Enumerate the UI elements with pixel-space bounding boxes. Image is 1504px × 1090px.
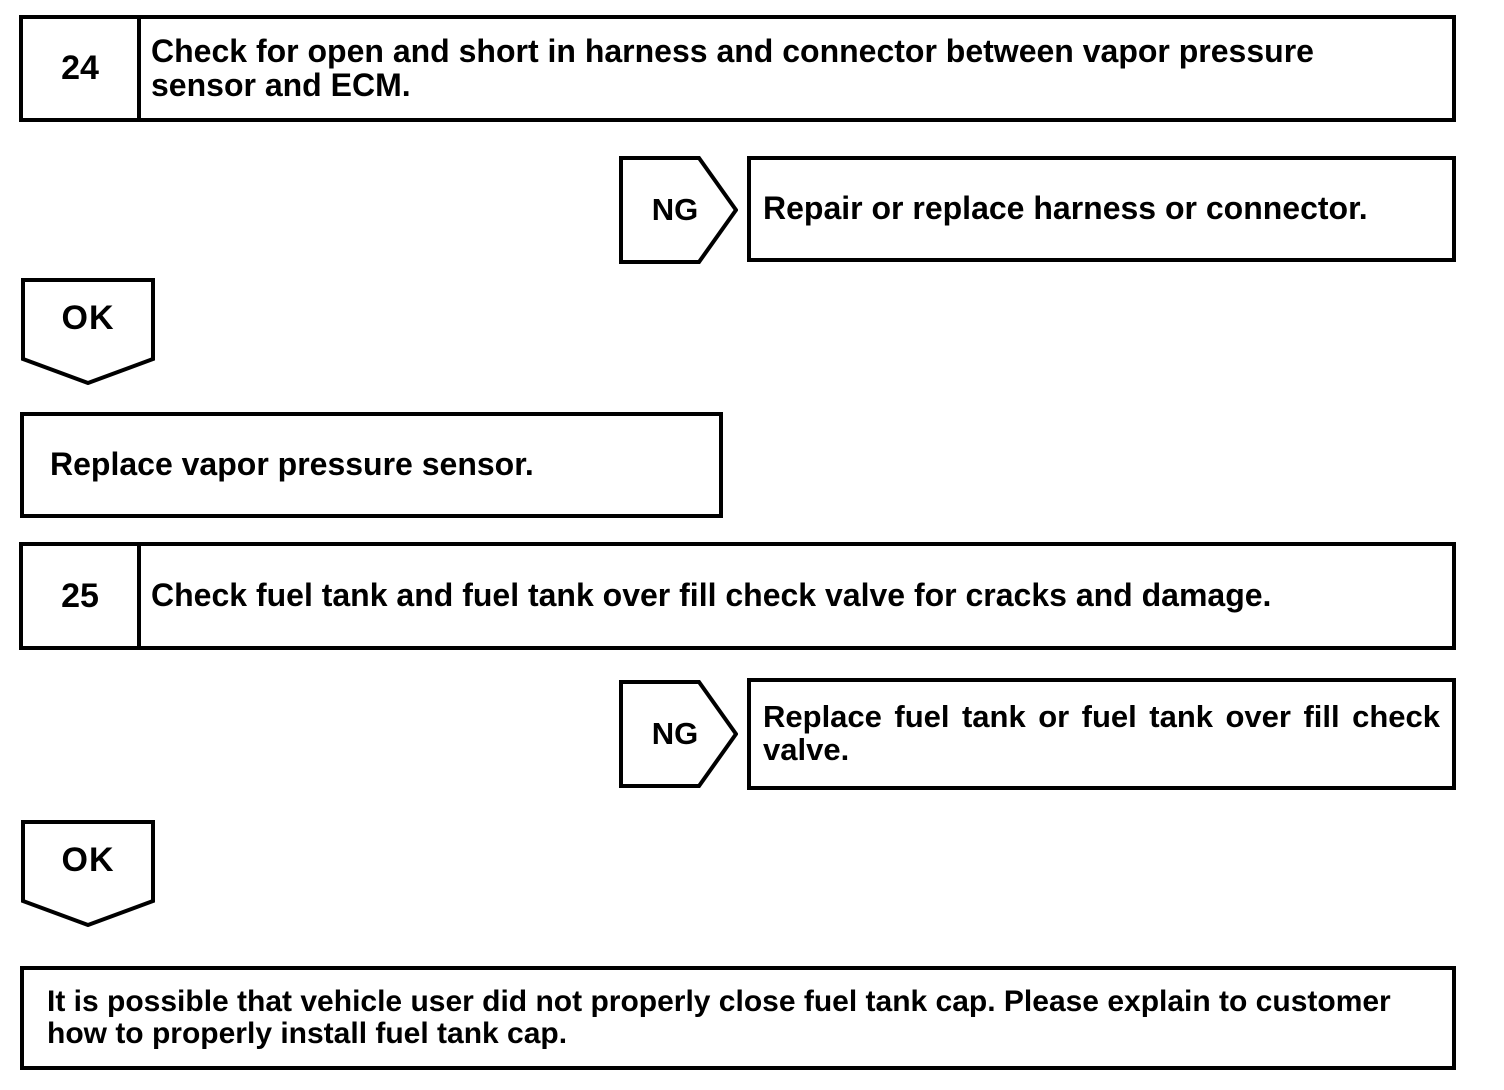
step-25-ok-action: It is possible that vehicle user did not… — [47, 984, 1391, 1050]
step-25-number: 25 — [23, 546, 141, 646]
step-24-box: 24 Check for open and short in harness a… — [19, 15, 1456, 122]
ok-pentagon-icon — [21, 278, 155, 385]
ng-pentagon-icon — [619, 680, 738, 788]
step-25-ng-action-box: Replace fuel tank or fuel tank over fill… — [747, 678, 1456, 790]
ok-label: OK — [61, 298, 115, 337]
step-24-instruction: Check for open and short in harness and … — [151, 32, 1314, 103]
step-24-ok-action: Replace vapor pressure sensor. — [50, 446, 534, 483]
ok-pentagon-icon — [21, 820, 155, 927]
step-24-ng-action: Repair or replace harness or connector. — [763, 190, 1368, 227]
step-24-ok-action-box: Replace vapor pressure sensor. — [20, 412, 723, 518]
step-24-ok-arrow: OK — [21, 278, 155, 385]
step-24-ng-arrow: NG — [619, 156, 738, 264]
step-25-instruction: Check fuel tank and fuel tank over fill … — [151, 577, 1272, 614]
step-24-number: 24 — [23, 19, 141, 118]
ng-label: NG — [651, 192, 699, 227]
step-25-ok-arrow: OK — [21, 820, 155, 927]
step-24-ng-action-box: Repair or replace harness or connector. — [747, 156, 1456, 262]
step-25-ok-action-box: It is possible that vehicle user did not… — [20, 966, 1456, 1070]
ng-pentagon-icon — [619, 156, 738, 264]
step-25-ng-arrow: NG — [619, 680, 738, 788]
step-25-box: 25 Check fuel tank and fuel tank over fi… — [19, 542, 1456, 650]
ng-label: NG — [651, 716, 699, 751]
step-25-ng-action: Replace fuel tank or fuel tank over fill… — [763, 699, 1440, 767]
ok-label: OK — [61, 840, 115, 879]
